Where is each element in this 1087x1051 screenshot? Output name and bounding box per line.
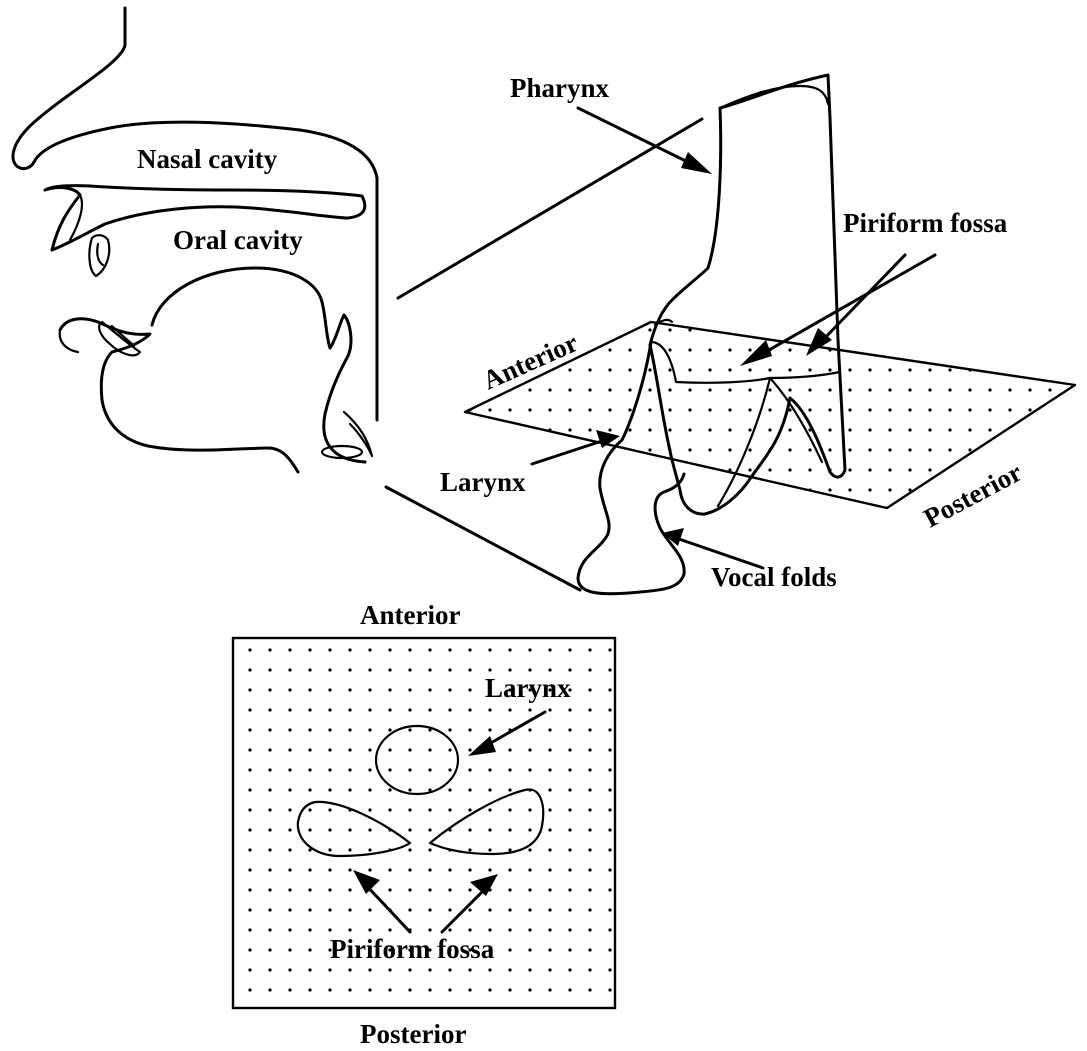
projection-line-lower [386,487,580,590]
arrow-piriform-2 [818,255,905,345]
label-anterior-bottom: Anterior [360,600,460,630]
lip-outline [60,330,78,352]
arrow-larynx [532,441,602,464]
pharynx-top-opening [720,86,828,108]
upper-teeth [89,235,109,276]
label-vocal-folds: Vocal folds [711,562,837,592]
label-piriform-fossa-top: Piriform fossa [843,208,1008,238]
label-posterior-bottom: Posterior [360,1019,466,1049]
label-oral-cavity: Oral cavity [173,225,303,255]
lower-jaw-outline [60,319,298,472]
arrow-pharynx [578,108,700,168]
lower-teeth [99,322,140,355]
label-piriform-fossa-bottom: Piriform fossa [330,934,495,964]
label-larynx-top: Larynx [440,467,526,497]
label-pharynx: Pharynx [510,73,610,103]
arrow-pharynx-head [681,152,712,174]
arrow-piriform-1 [755,255,935,358]
label-nasal-cavity: Nasal cavity [137,144,278,174]
tongue-outline [152,268,365,462]
label-larynx-bottom: Larynx [485,673,571,703]
